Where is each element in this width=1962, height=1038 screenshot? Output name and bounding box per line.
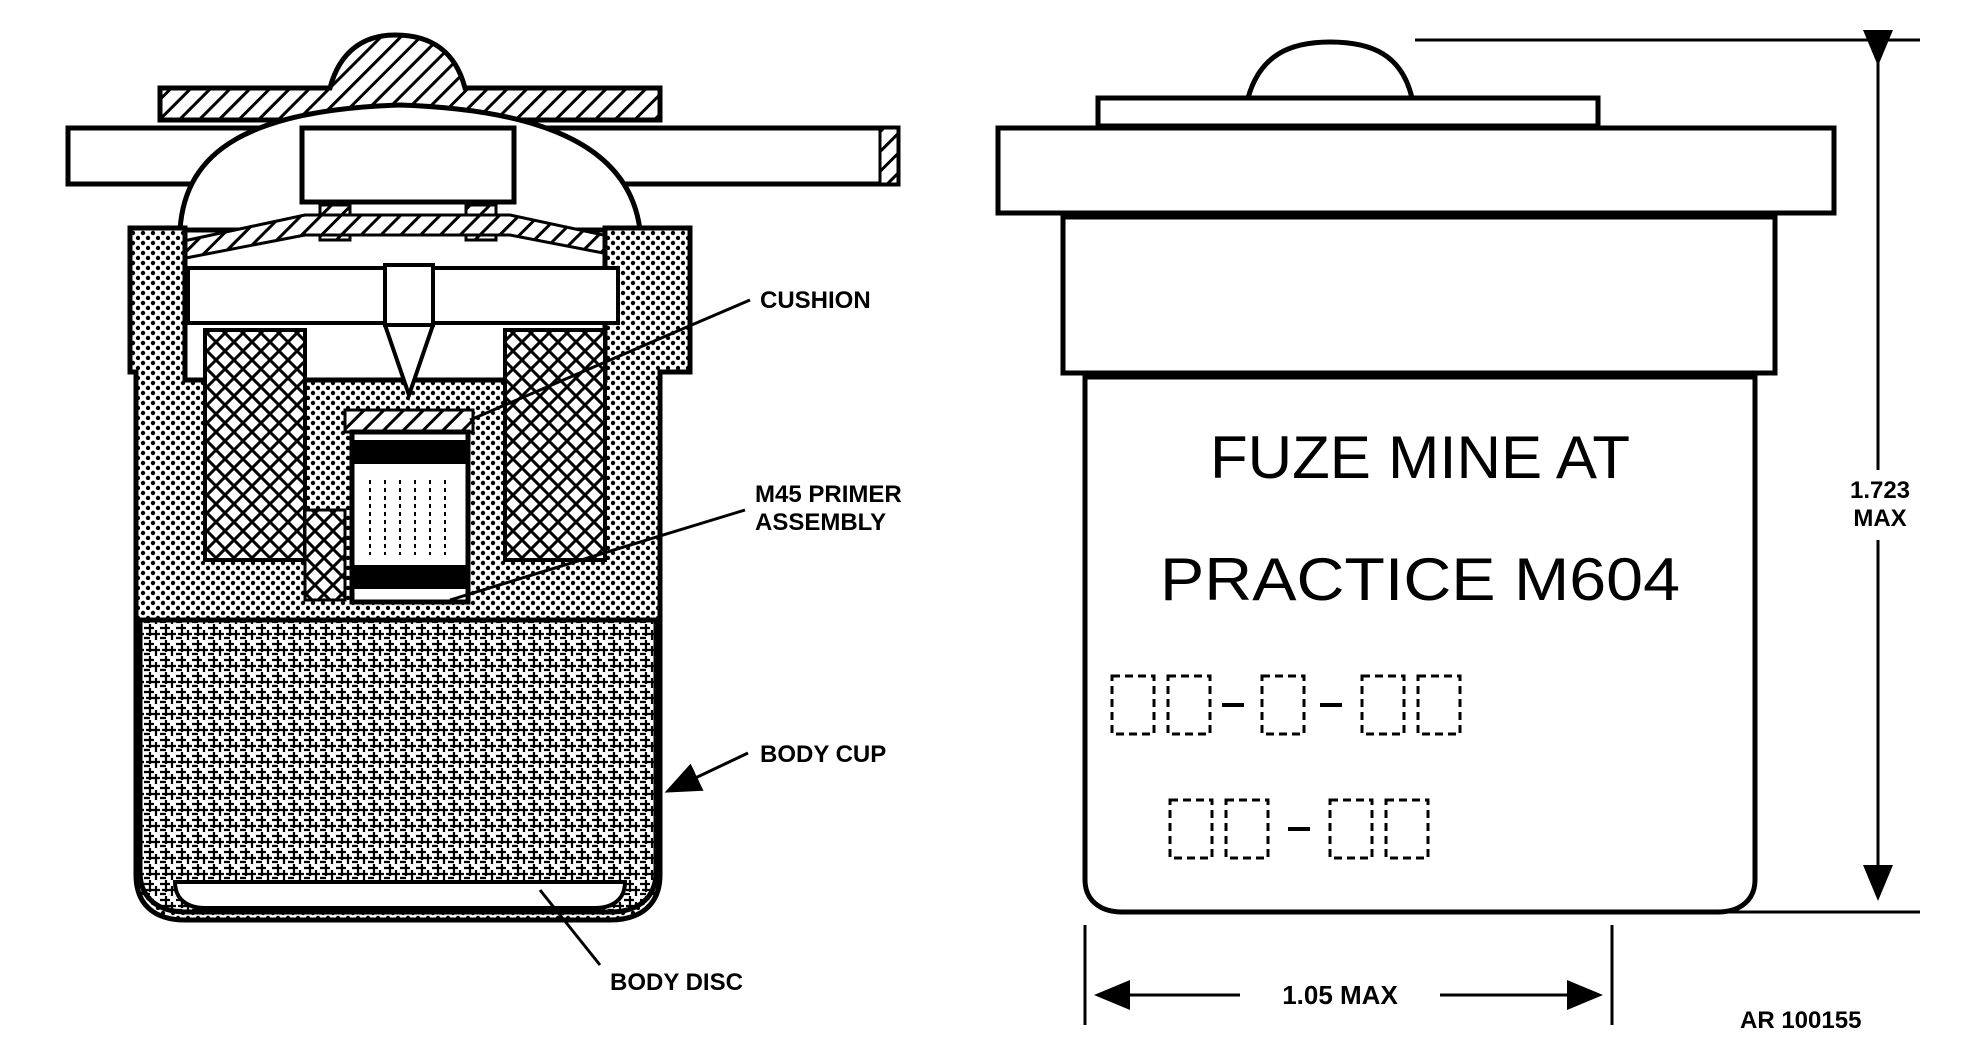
exterior-collar	[1060, 214, 1778, 376]
height-dimension-unit: MAX	[1853, 505, 1906, 532]
hatched-cap	[157, 32, 663, 123]
lot-number-boxes	[1110, 674, 1462, 860]
insert-right	[503, 328, 607, 562]
callout-cushion: CUSHION	[760, 287, 871, 314]
body-cup-fill	[137, 617, 659, 915]
exterior-flange	[995, 125, 1837, 216]
exterior-dome	[1244, 39, 1416, 101]
exterior-cap	[1095, 95, 1601, 129]
body-disc	[172, 880, 628, 910]
exterior-view	[995, 39, 1837, 915]
m45-primer-assembly	[349, 429, 471, 605]
figure-id: AR 100155	[1740, 1007, 1861, 1034]
leader-lines	[449, 298, 751, 966]
firing-pin-head	[299, 125, 517, 205]
callout-body-cup: BODY CUP	[760, 741, 886, 768]
callout-primer-line1: M45 PRIMER	[755, 481, 902, 508]
marking-line1: FUZE MINE AT	[1210, 424, 1630, 491]
height-dimension-value: 1.723	[1850, 477, 1910, 504]
dimension-lines	[1083, 30, 1920, 1025]
callout-body-disc: BODY DISC	[610, 969, 743, 996]
width-dimension-label: 1.05 MAX	[1282, 980, 1398, 1010]
striker-stem	[383, 263, 435, 327]
lot-dashes	[1222, 703, 1342, 831]
section-view	[65, 32, 901, 923]
cushion	[343, 408, 475, 434]
marking-line2: PRACTICE M604	[1160, 546, 1680, 613]
callout-primer-line2: ASSEMBLY	[755, 509, 886, 536]
insert-left	[203, 328, 307, 562]
